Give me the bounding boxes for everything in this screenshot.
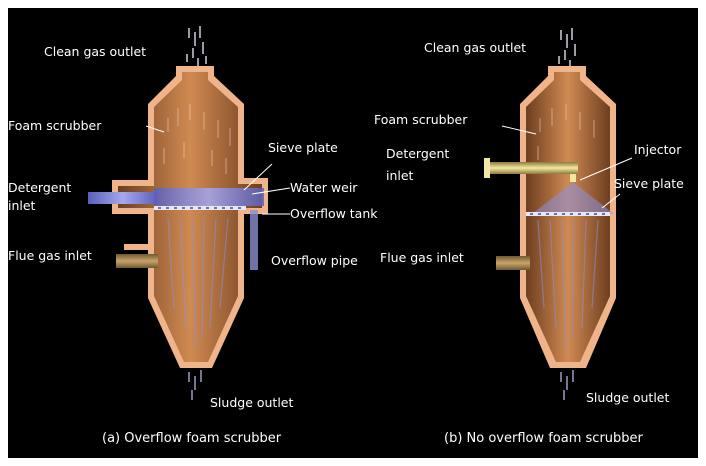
label-sieve-plate-left: Sieve plate bbox=[268, 140, 338, 155]
label-clean-gas-outlet-right: Clean gas outlet bbox=[424, 40, 527, 55]
label-foam-scrubber-right: Foam scrubber bbox=[374, 112, 468, 127]
gas-plume-top-right bbox=[558, 28, 576, 70]
caption-left: (a) Overflow foam scrubber bbox=[102, 431, 282, 446]
sludge-plume-right bbox=[560, 370, 574, 400]
overflow-scrubber bbox=[88, 26, 291, 400]
leader-lines-right bbox=[501, 125, 633, 209]
label-sieve-plate-right: Sieve plate bbox=[614, 176, 684, 191]
leader-lines-left bbox=[145, 125, 291, 215]
label-flue-gas-inlet-right: Flue gas inlet bbox=[380, 250, 464, 265]
label-overflow-tank-left: Overflow tank bbox=[290, 206, 378, 221]
overflow-pipe-left bbox=[250, 210, 258, 270]
caption-right: (b) No overflow foam scrubber bbox=[444, 431, 643, 446]
spray-upper-left bbox=[163, 104, 231, 174]
label-overflow-pipe-left: Overflow pipe bbox=[271, 253, 358, 268]
sieve-holes-left bbox=[158, 207, 241, 209]
vessel-body-left bbox=[118, 72, 262, 362]
detergent-pipe-right bbox=[484, 162, 578, 174]
sieve-plate-right bbox=[526, 212, 610, 216]
label-sludge-outlet-right: Sludge outlet bbox=[586, 390, 670, 405]
foam-layer-left bbox=[154, 188, 264, 206]
label-detergent-inlet-left-2: inlet bbox=[8, 198, 36, 213]
injector-stem-right bbox=[570, 174, 576, 182]
label-detergent-inlet-right-1: Detergent bbox=[386, 146, 450, 161]
detergent-pipe-left bbox=[88, 192, 158, 204]
label-injector-right: Injector bbox=[634, 142, 682, 157]
label-foam-scrubber-left: Foam scrubber bbox=[8, 118, 102, 133]
spray-lower-right bbox=[537, 219, 599, 349]
label-detergent-inlet-right-2: inlet bbox=[386, 168, 414, 183]
vessel-body-right bbox=[526, 72, 610, 362]
no-overflow-scrubber bbox=[484, 28, 633, 400]
detergent-cap-right bbox=[484, 158, 490, 178]
flue-gas-pipe-left bbox=[116, 254, 158, 268]
injector-spray-right bbox=[532, 182, 614, 214]
gas-plume-top-left bbox=[186, 26, 207, 68]
label-sludge-outlet-left: Sludge outlet bbox=[210, 395, 294, 410]
scrubber-diagram bbox=[8, 8, 698, 458]
label-detergent-inlet-left-1: Detergent bbox=[8, 180, 72, 195]
spray-upper-right bbox=[537, 104, 595, 160]
spray-lower-left bbox=[167, 217, 229, 349]
label-clean-gas-outlet-left: Clean gas outlet bbox=[44, 44, 147, 59]
sieve-holes-right bbox=[530, 213, 605, 215]
label-flue-gas-inlet-left: Flue gas inlet bbox=[8, 248, 92, 263]
sludge-plume-left bbox=[188, 370, 202, 400]
label-water-weir-left: Water weir bbox=[290, 180, 358, 195]
flue-gas-pipe-right bbox=[496, 256, 530, 270]
